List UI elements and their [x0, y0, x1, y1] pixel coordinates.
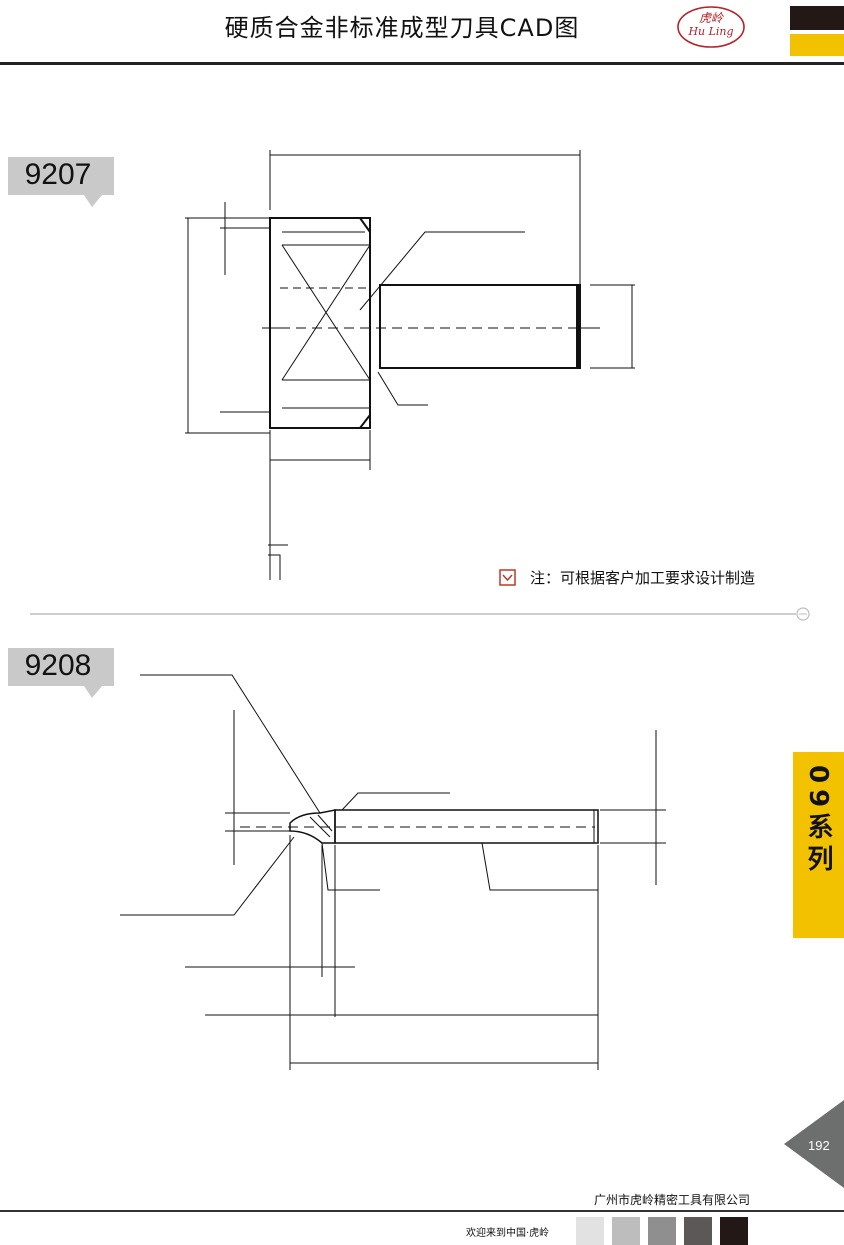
company-name: 广州市虎岭精密工具有限公司	[594, 1193, 751, 1207]
cad-drawing-9207	[185, 150, 635, 580]
color-swatch	[648, 1217, 676, 1245]
drawing-number-9207: 9207	[24, 158, 92, 191]
color-swatch	[684, 1217, 712, 1245]
page-number: 192	[808, 1138, 830, 1153]
footer-rule	[0, 1210, 844, 1212]
color-swatch	[612, 1217, 640, 1245]
color-swatch	[576, 1217, 604, 1245]
color-swatch	[720, 1217, 748, 1245]
huling-logo	[677, 6, 745, 48]
page-title: 硬质合金非标准成型刀具CAD图	[224, 14, 580, 42]
customization-note: 注：可根据客户加工要求设计制造	[530, 569, 756, 587]
drawing-number-tag	[8, 648, 114, 698]
cad-drawing-9208	[120, 674, 666, 1070]
welcome-text: 欢迎来到中国·虎岭	[466, 1228, 550, 1239]
checkbox-icon	[499, 569, 516, 586]
section-divider	[30, 607, 810, 621]
series-label: 09系列	[803, 765, 833, 878]
header-yellow-bar	[790, 34, 844, 56]
series-side-tab	[793, 752, 844, 938]
drawing-number-tag	[8, 157, 114, 207]
logo-english-text: Hu Ling	[688, 25, 734, 38]
header-rule	[0, 62, 844, 65]
page-corner	[784, 1100, 844, 1188]
logo-chinese-text: 虎岭	[698, 11, 723, 25]
drawing-number-9208: 9208	[24, 649, 92, 682]
header-dark-bar	[790, 6, 844, 30]
